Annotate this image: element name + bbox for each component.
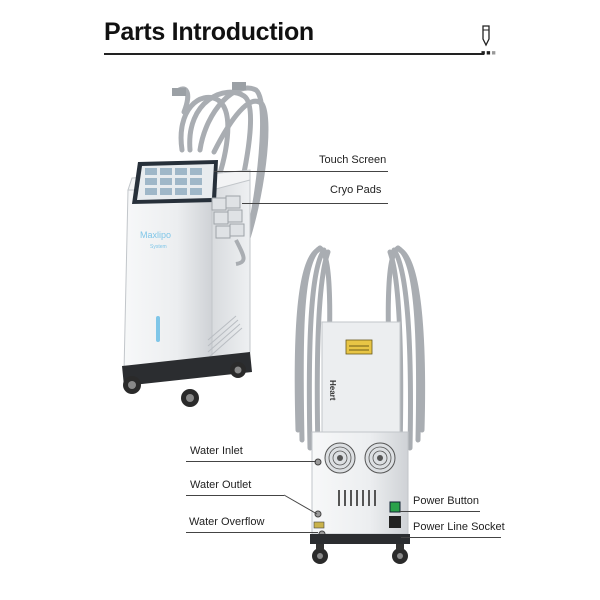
- callout-power-button: Power Button: [413, 495, 480, 507]
- front-brand: Maxlipo: [140, 230, 171, 240]
- pen-icon: [482, 25, 490, 47]
- leader-water-outlet: [186, 495, 284, 496]
- power-button-shape: [389, 501, 401, 513]
- title-underline: [104, 53, 484, 55]
- cryo-pads: [211, 195, 246, 266]
- leader-touch-screen: [214, 171, 388, 172]
- page-indicator-dots: ■■■: [481, 50, 497, 57]
- leader-water-overflow: [186, 532, 318, 533]
- callout-power-line-socket: Power Line Socket: [413, 521, 505, 533]
- back-side-text: Heart: [328, 380, 337, 401]
- page-title: Parts Introduction: [104, 18, 314, 46]
- callout-water-overflow: Water Overflow: [189, 516, 265, 528]
- cooling-fans: [324, 442, 396, 474]
- leader-cryo-pads: [242, 203, 388, 204]
- leader-power-line-socket: [401, 537, 501, 538]
- front-machine: [122, 82, 269, 407]
- callout-cryo-pads: Cryo Pads: [330, 184, 382, 196]
- callout-touch-screen: Touch Screen: [319, 154, 387, 166]
- touch-screen: [132, 160, 218, 204]
- back-machine: Heart: [294, 245, 426, 564]
- leader-water-outlet-elbow: [283, 494, 318, 515]
- callout-water-outlet: Water Outlet: [190, 479, 252, 491]
- leader-power-button: [400, 511, 480, 512]
- power-socket-shape: [389, 516, 401, 528]
- callout-water-inlet: Water Inlet: [190, 445, 243, 457]
- front-brand-sub: System: [150, 244, 167, 250]
- leader-water-inlet: [186, 461, 316, 462]
